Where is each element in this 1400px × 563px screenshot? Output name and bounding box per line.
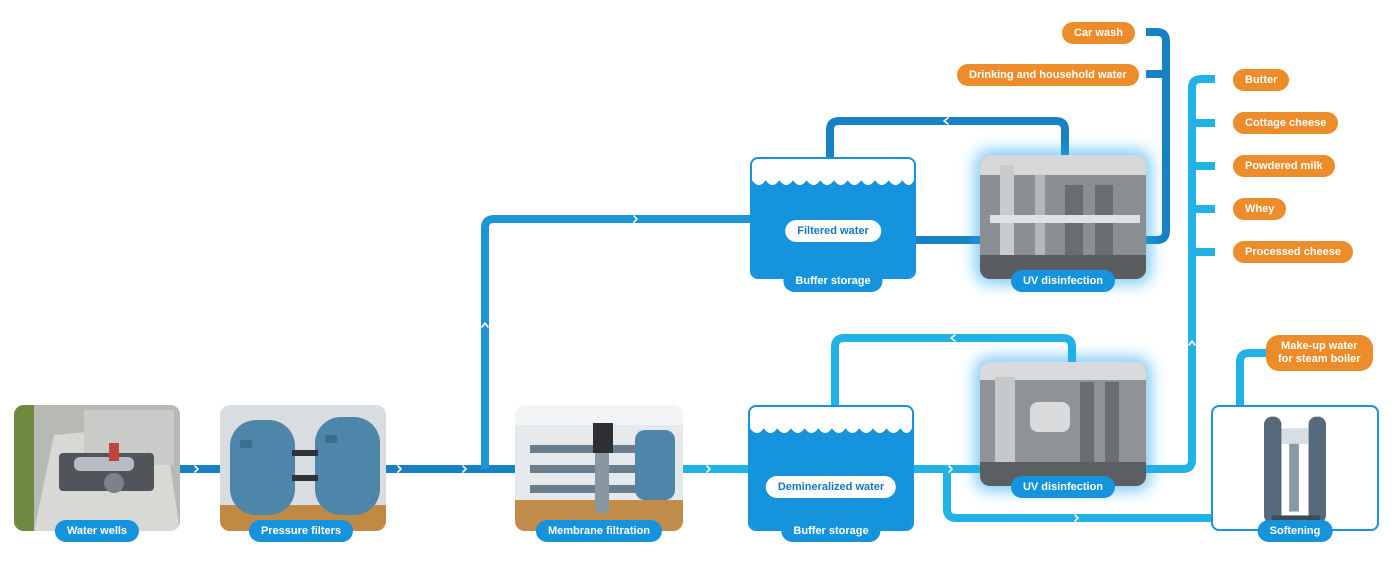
- output-cottage-cheese: Cottage cheese: [1233, 112, 1339, 134]
- makeup-water-line2: for steam boiler: [1278, 353, 1361, 365]
- arrow-icon: [943, 117, 949, 125]
- flow-arrows: [194, 117, 1196, 522]
- pressure-filters-photo: [220, 405, 386, 531]
- arrow-icon: [462, 465, 467, 473]
- membrane-filtration-photo: [515, 405, 683, 531]
- uv-disinfection-label-upper: UV disinfection: [1010, 270, 1116, 292]
- buffer-storage-label-upper: Buffer storage: [783, 270, 883, 292]
- pipe-softening-makeup: [1236, 349, 1268, 405]
- arrow-icon: [950, 334, 956, 342]
- arrow-icon: [194, 465, 199, 473]
- uv-disinfection-label-lower: UV disinfection: [1010, 476, 1116, 498]
- buffer-tank-filtered: [750, 157, 916, 279]
- softening-label: Softening: [1257, 520, 1333, 542]
- water-wells-label: Water wells: [54, 520, 140, 542]
- pipe-uv-lower-out: [1146, 75, 1215, 473]
- arrow-icon: [1188, 340, 1196, 346]
- output-butter: Butter: [1233, 69, 1290, 91]
- output-drinking-household-water: Drinking and household water: [957, 64, 1139, 86]
- pipe-bypass-softening: [943, 469, 1213, 522]
- output-processed-cheese: Processed cheese: [1233, 241, 1354, 263]
- softening-unit: [1211, 405, 1379, 531]
- output-car-wash: Car wash: [1062, 22, 1135, 44]
- makeup-water-line1: Make-up water: [1281, 340, 1358, 352]
- membrane-filtration-label: Membrane filtration: [535, 520, 663, 542]
- arrow-icon: [1074, 514, 1079, 522]
- buffer-tank-demineralized: [748, 405, 914, 531]
- tank-content-filtered: Filtered water: [785, 220, 881, 242]
- tank-content-demineralized: Demineralized water: [765, 476, 897, 498]
- output-whey: Whey: [1233, 198, 1287, 220]
- arrow-icon: [633, 215, 638, 223]
- pipe-uv-upper-out: [1146, 28, 1170, 244]
- pipe-loop-upper: [826, 117, 1069, 158]
- arrow-icon: [481, 322, 489, 328]
- uv-disinfection-photo-lower: [980, 362, 1146, 486]
- arrow-icon: [397, 465, 402, 473]
- pipe-loop-lower: [831, 334, 1076, 407]
- arrow-icon: [948, 465, 953, 473]
- arrow-icon: [706, 465, 711, 473]
- pressure-filters-label: Pressure filters: [248, 520, 354, 542]
- water-wells-photo: [14, 405, 180, 531]
- buffer-storage-label-lower: Buffer storage: [781, 520, 881, 542]
- output-makeup-water: Make-up water for steam boiler: [1266, 335, 1373, 371]
- pipe-riser-filtered: [481, 215, 752, 469]
- uv-disinfection-photo-upper: [980, 155, 1146, 279]
- output-powdered-milk: Powdered milk: [1233, 155, 1335, 177]
